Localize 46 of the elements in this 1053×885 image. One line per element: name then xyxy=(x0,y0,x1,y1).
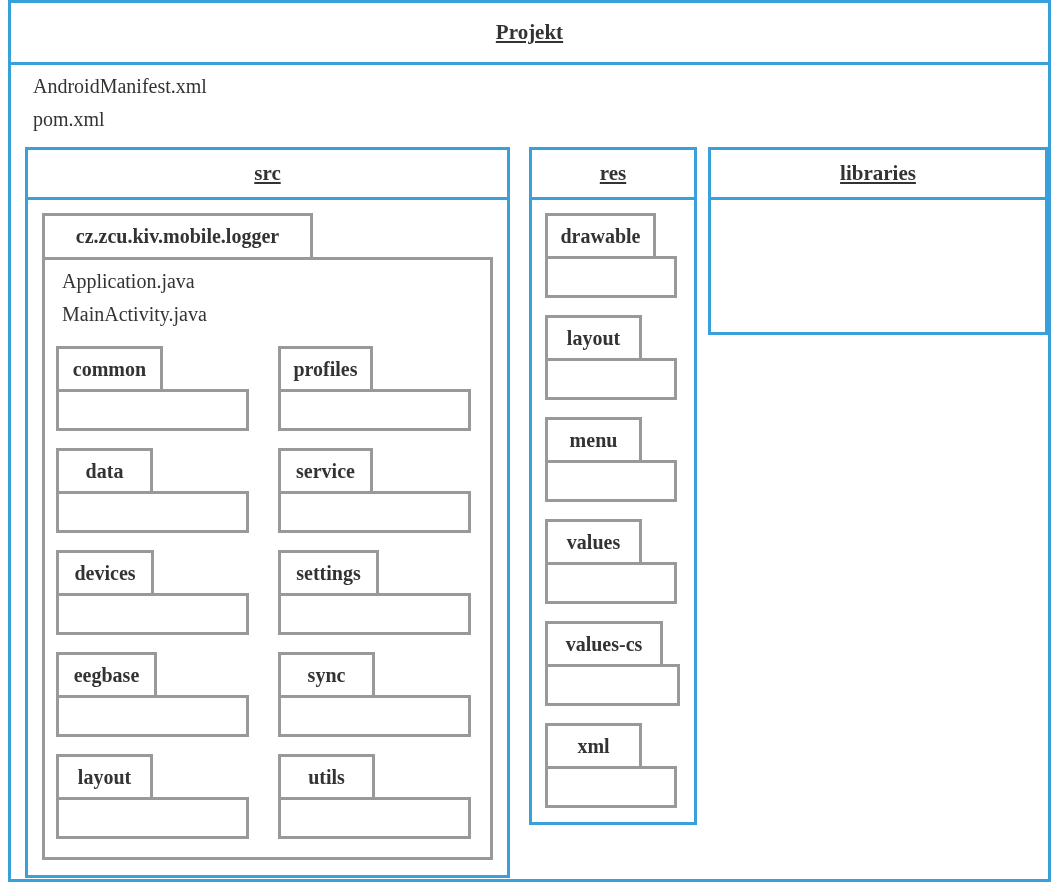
package-name: profiles xyxy=(293,357,358,381)
package-folder xyxy=(278,346,471,431)
package-folder xyxy=(42,213,493,860)
package-name: service xyxy=(296,459,355,483)
package-name: layout xyxy=(566,326,621,350)
file-name: Application.java xyxy=(62,270,195,293)
package-folder xyxy=(56,550,249,635)
package-name: xml xyxy=(577,734,610,758)
package-folder xyxy=(545,519,677,604)
package-name: sync xyxy=(307,663,346,687)
folder-panel xyxy=(8,0,1051,882)
package-folder xyxy=(278,550,471,635)
package-folder xyxy=(278,652,471,737)
package-name: values xyxy=(566,530,621,554)
package-folder xyxy=(545,213,677,298)
package-name: common xyxy=(72,357,147,381)
package-folder xyxy=(278,448,471,533)
package-name: devices xyxy=(74,561,136,585)
package-name: settings xyxy=(296,561,361,585)
package-folder xyxy=(56,754,249,839)
file-name: MainActivity.java xyxy=(62,303,207,326)
panel-title: Projekt xyxy=(495,20,564,45)
package-folder xyxy=(545,621,680,706)
package-name: menu xyxy=(569,428,618,452)
package-name: utils xyxy=(308,765,345,789)
panel-title: res xyxy=(599,161,627,186)
panel-title: libraries xyxy=(840,161,916,186)
package-folder xyxy=(56,652,249,737)
folder-panel xyxy=(708,147,1048,335)
package-folder xyxy=(545,315,677,400)
folder-panel xyxy=(25,147,510,878)
file-name: pom.xml xyxy=(33,108,105,131)
package-folder xyxy=(278,754,471,839)
package-name: eegbase xyxy=(73,663,140,687)
panel-title: src xyxy=(254,161,281,186)
package-folder xyxy=(56,448,249,533)
package-name: drawable xyxy=(560,224,641,248)
file-name: AndroidManifest.xml xyxy=(33,75,207,98)
folder-panel xyxy=(529,147,697,825)
package-folder xyxy=(56,346,249,431)
package-name: cz.zcu.kiv.mobile.logger xyxy=(75,225,280,248)
package-name: layout xyxy=(77,765,132,789)
package-folder xyxy=(545,417,677,502)
package-name: data xyxy=(85,459,124,483)
package-folder xyxy=(545,723,677,808)
package-name: values-cs xyxy=(565,632,643,656)
